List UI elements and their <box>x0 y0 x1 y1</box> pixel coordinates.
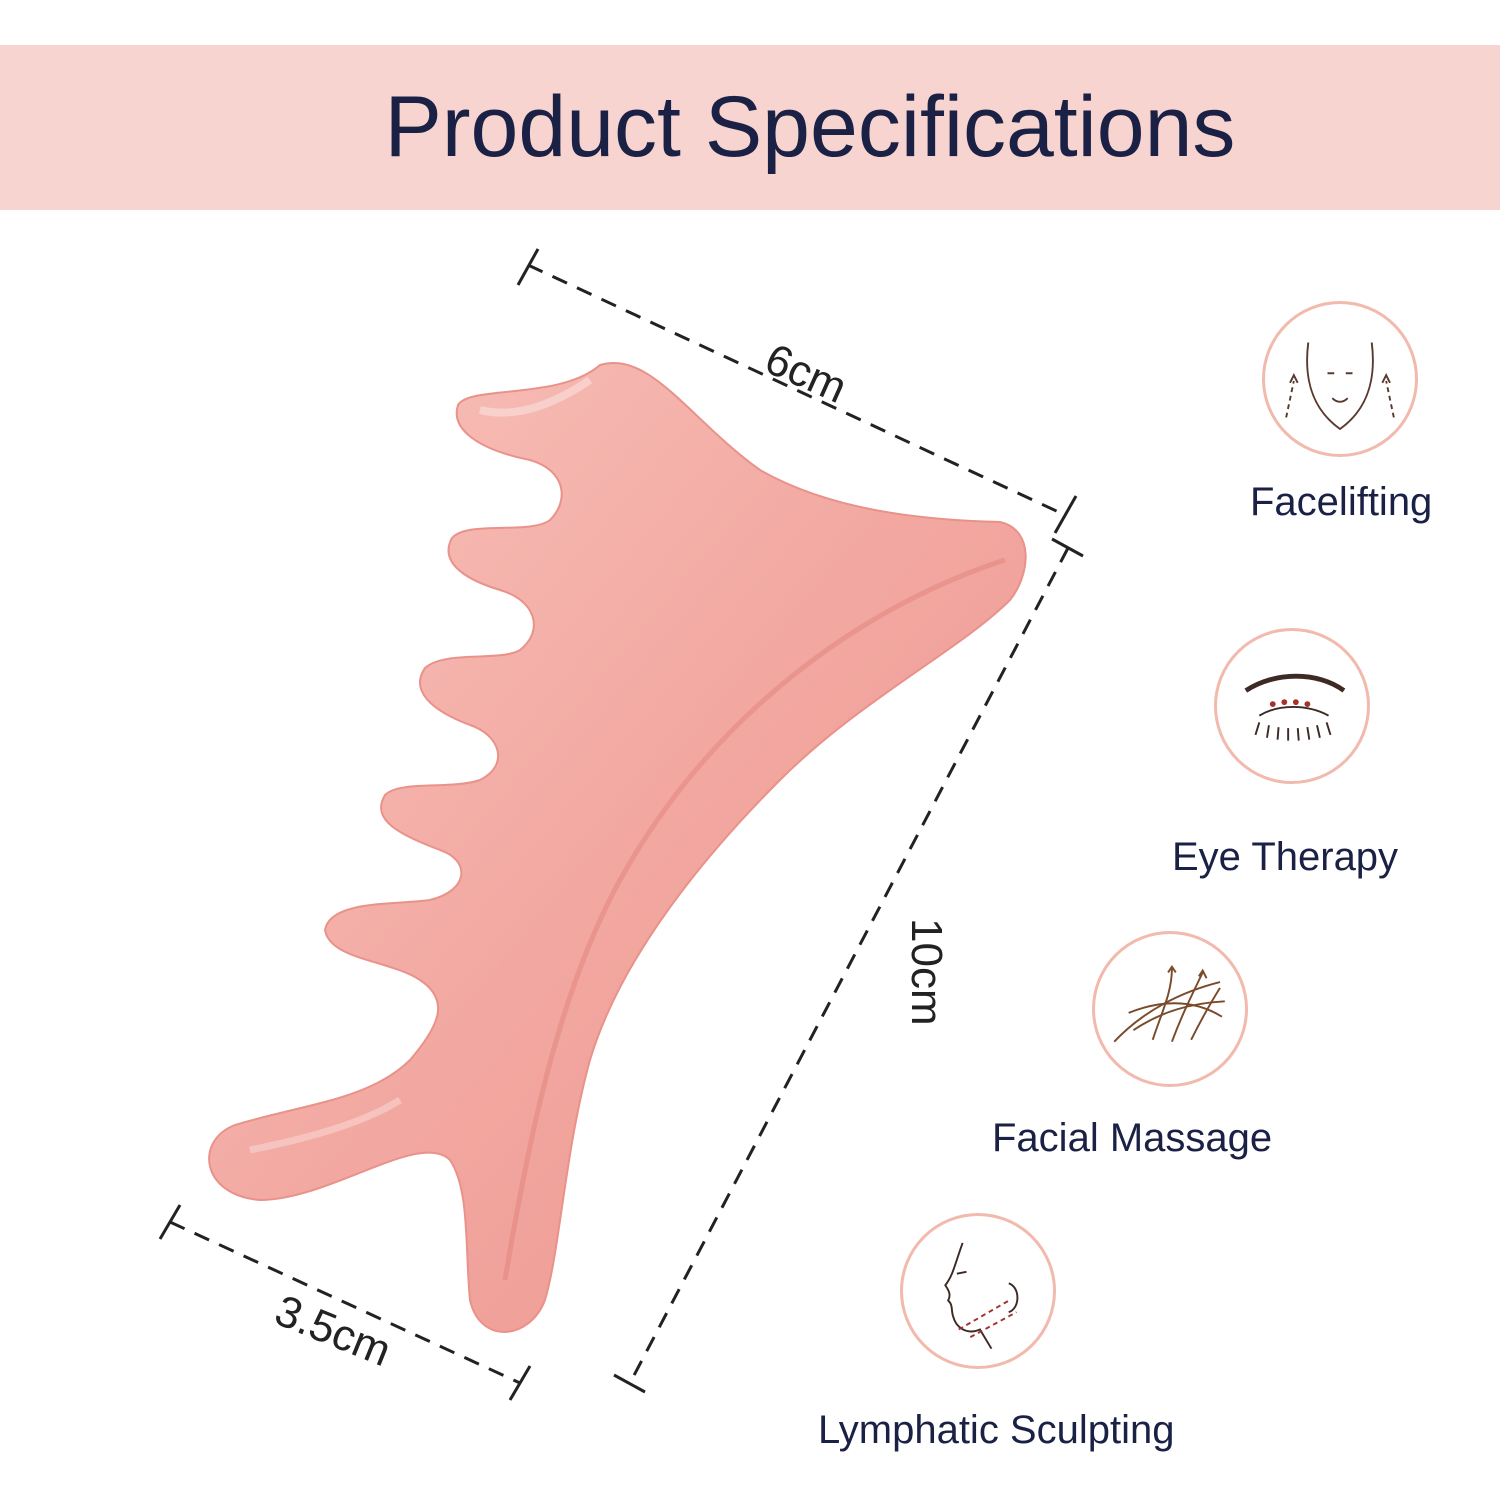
header-banner <box>0 45 1500 210</box>
face-lift-icon <box>1262 301 1418 457</box>
feature-label-facial-massage: Facial Massage <box>992 1116 1273 1160</box>
page-title: Product Specifications <box>384 79 1236 175</box>
dimension-bottom-label: 3.5cm <box>268 1286 397 1376</box>
face-profile-icon <box>900 1213 1056 1369</box>
massage-lines-icon <box>1092 931 1248 1087</box>
dimension-top-label: 6cm <box>758 334 854 413</box>
feature-label-facelifting: Facelifting <box>1250 480 1433 524</box>
feature-label-lymphatic-sculpting: Lymphatic Sculpting <box>818 1408 1175 1452</box>
gua-sha-stone <box>208 362 1027 1333</box>
dimension-length-label: 10cm <box>902 918 951 1026</box>
dimension-length: 10cm <box>613 537 1084 1394</box>
eye-icon <box>1214 628 1370 784</box>
feature-label-eye-therapy: Eye Therapy <box>1172 835 1399 879</box>
